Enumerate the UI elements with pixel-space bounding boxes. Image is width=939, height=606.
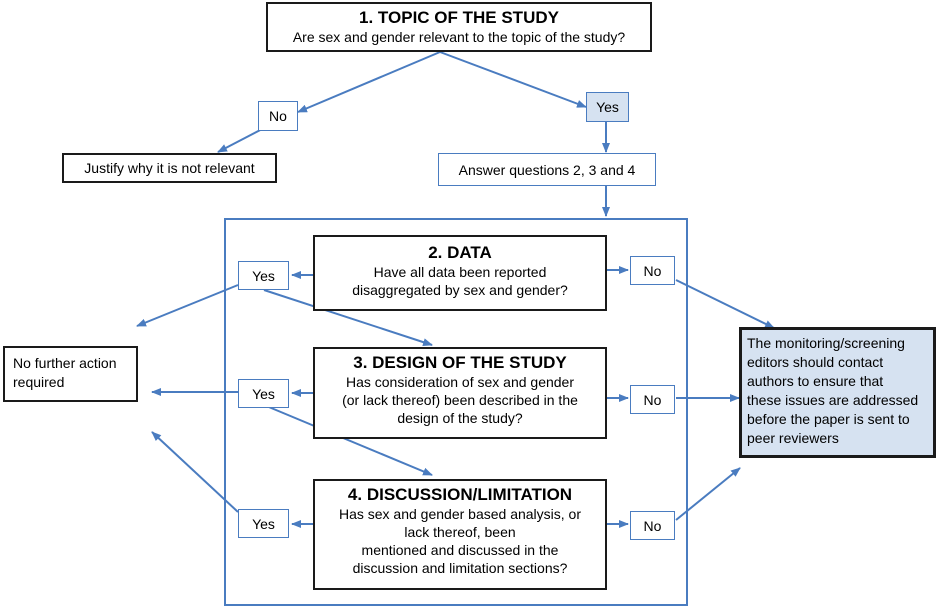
monitoring-line-3: authors to ensure that [747,373,884,389]
no-further-action-box: No further action required [3,346,138,402]
data-box: 2. DATA Have all data been reported disa… [313,235,607,311]
arrow-yes2-to-design [263,289,433,347]
monitoring-box: The monitoring/screening editors should … [739,327,936,458]
monitoring-line-1: The monitoring/screening [747,335,905,351]
monitoring-line-4: these issues are addressed [747,392,919,408]
topic-question: Are sex and gender relevant to the topic… [292,29,626,45]
data-title: 2. DATA [428,243,492,262]
topic-title: 1. TOPIC OF THE STUDY [359,8,559,27]
monitoring-line-5: before the paper is sent to [747,411,910,427]
data-yes-label: Yes [238,261,289,290]
data-no-label: No [630,256,675,285]
no-further-line-2: required [13,374,65,390]
discussion-box: 4. DISCUSSION/LIMITATION Has sex and gen… [313,479,607,590]
arrow-yes2-to-left [136,284,239,327]
no-further-line-1: No further action [13,355,117,371]
arrow-topic-to-yes [439,51,587,108]
data-line-2: disaggregated by sex and gender? [352,282,568,298]
arrow-yes3-to-discussion [263,404,433,476]
arrow-no2-to-monitoring [675,279,775,329]
discussion-no-label: No [630,511,675,540]
design-line-1: Has consideration of sex and gender [345,374,575,390]
discussion-title: 4. DISCUSSION/LIMITATION [347,485,573,504]
design-no-label: No [630,385,675,414]
design-line-2: (or lack thereof) been described in the [342,392,578,408]
top-no-label: No [258,101,298,131]
topic-box: 1. TOPIC OF THE STUDY Are sex and gender… [266,2,652,52]
questions-frame [224,218,688,606]
discussion-line-3: mentioned and discussed in the [361,542,559,558]
discussion-line-2: lack thereof, been [404,524,516,540]
discussion-line-4: discussion and limitation sections? [352,560,568,576]
monitoring-line-6: peer reviewers [747,430,839,446]
design-box: 3. DESIGN OF THE STUDY Has consideration… [313,347,607,439]
answer-box: Answer questions 2, 3 and 4 [438,153,656,186]
arrow-topic-to-no [297,51,441,113]
discussion-yes-label: Yes [238,509,289,538]
design-title: 3. DESIGN OF THE STUDY [353,353,567,372]
data-line-1: Have all data been reported [373,264,547,280]
justify-box: Justify why it is not relevant [62,153,277,183]
top-yes-label: Yes [586,92,629,122]
discussion-line-1: Has sex and gender based analysis, or [338,506,582,522]
design-yes-label: Yes [238,379,289,408]
monitoring-line-2: editors should contact [747,354,884,370]
design-line-3: design of the study? [397,410,523,426]
arrow-yes4-to-left [151,431,239,513]
